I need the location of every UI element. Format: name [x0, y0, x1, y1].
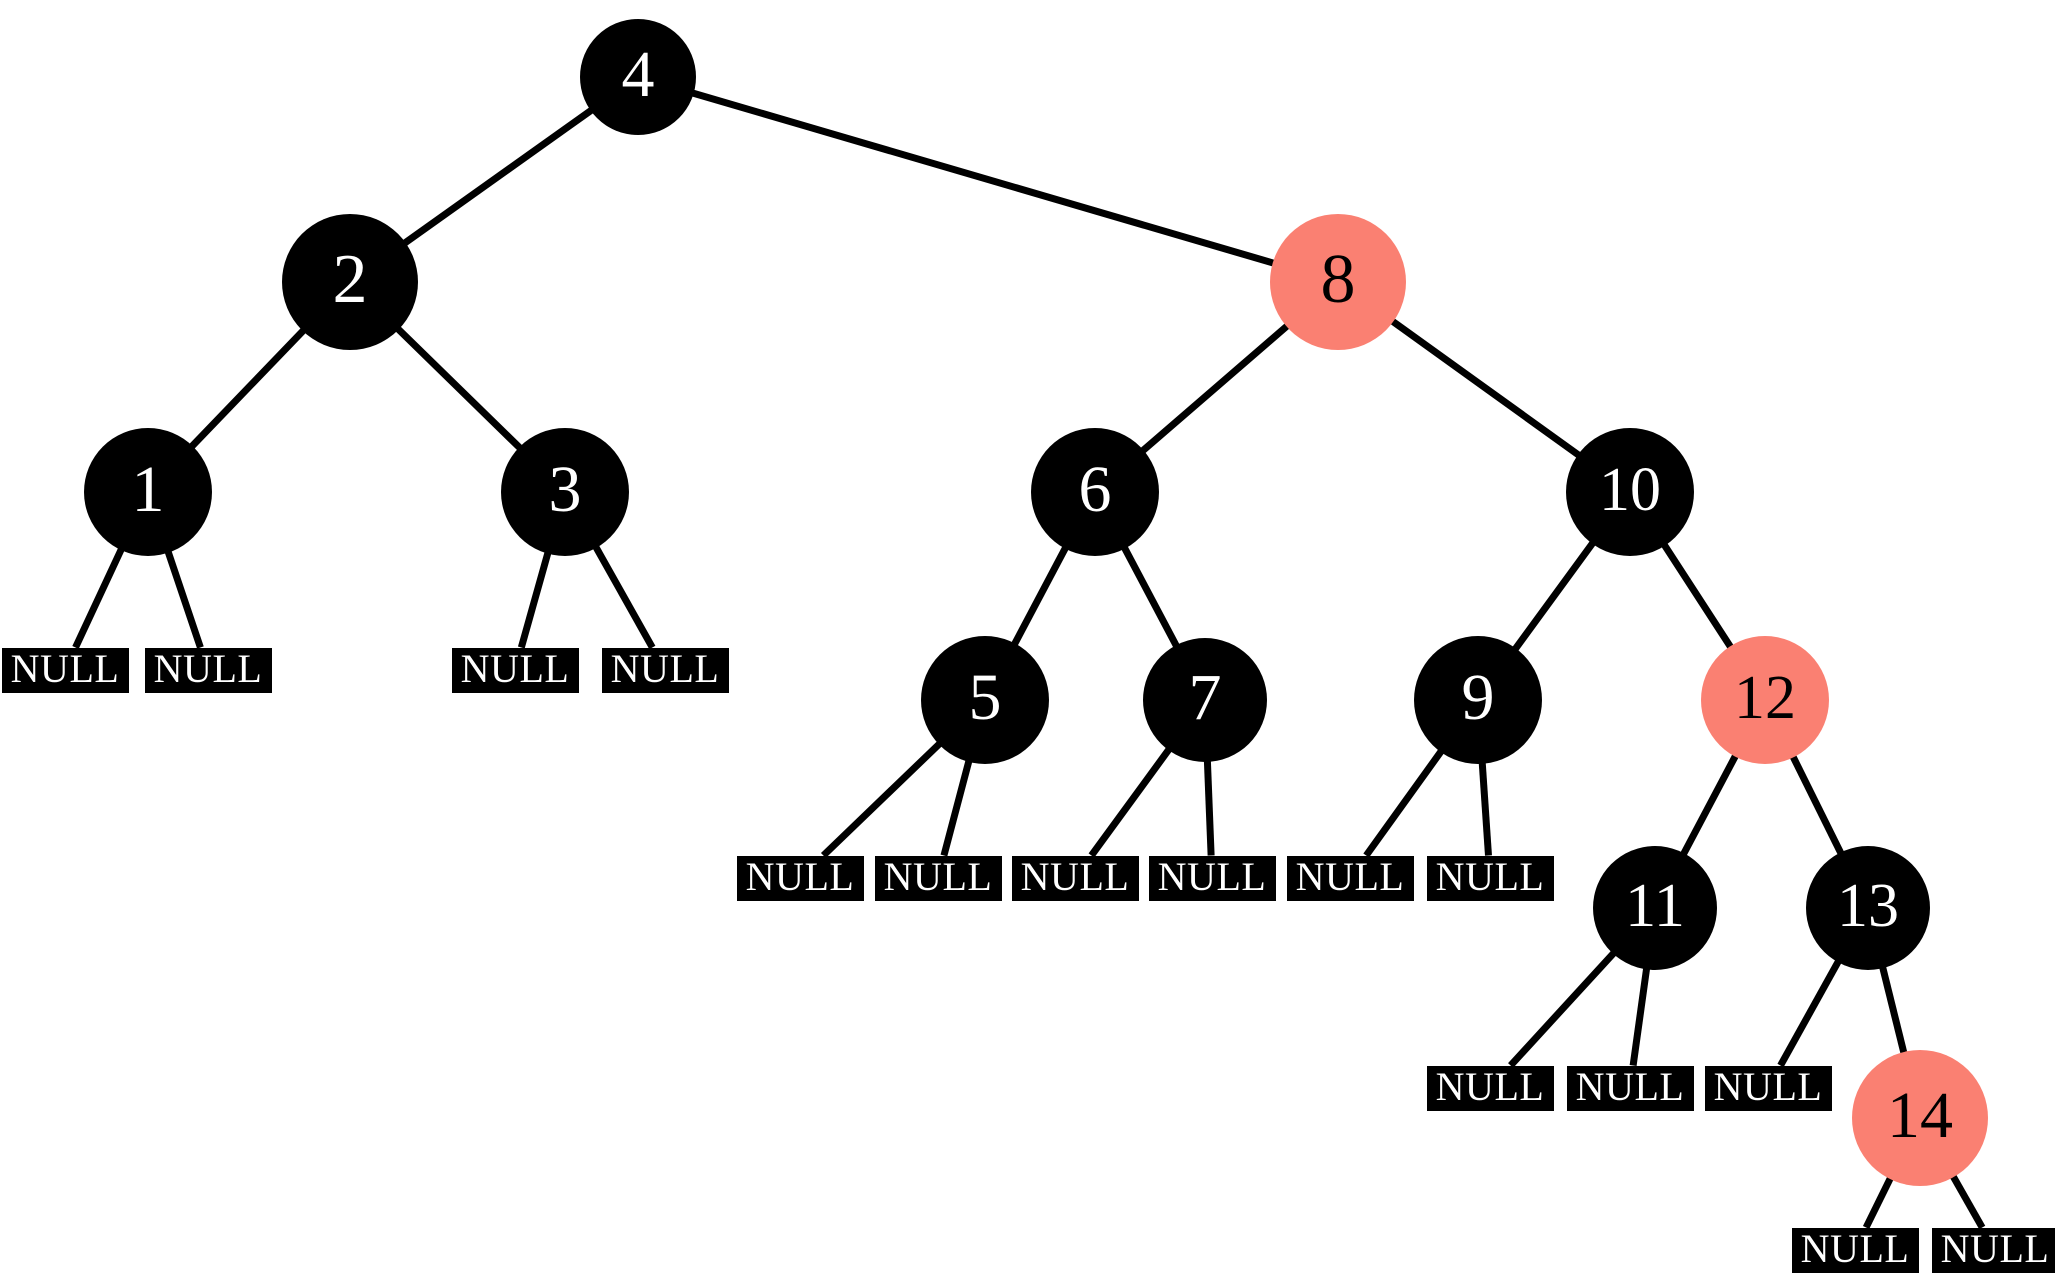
tree-edge	[517, 550, 552, 649]
tree-null-leaf: NULL	[874, 854, 1002, 901]
tree-null-leaf: NULL	[1566, 1064, 1694, 1111]
tree-edge	[592, 544, 656, 650]
tree-null-leaf: NULL	[1704, 1064, 1832, 1111]
tree-edge	[188, 327, 307, 450]
tree-node-label: 10	[1599, 456, 1661, 524]
tree-node-13[interactable]: 13	[1806, 846, 1930, 970]
tree-edge	[1010, 545, 1070, 647]
tree-edge	[1777, 958, 1842, 1068]
tree-null-leaf-label: NULL	[460, 646, 570, 691]
tree-node-label: 11	[1625, 872, 1685, 940]
tree-edge	[1511, 539, 1597, 653]
tree-node-11[interactable]: 11	[1593, 846, 1717, 970]
tree-edge	[1203, 759, 1215, 856]
tree-null-leaf: NULL	[1148, 854, 1276, 901]
tree-node-12[interactable]: 12	[1701, 636, 1829, 764]
tree-node-1[interactable]: 1	[84, 428, 212, 556]
tree-null-leaf-label: NULL	[1575, 1064, 1685, 1109]
tree-null-leaf-label: NULL	[745, 854, 855, 899]
tree-node-14[interactable]: 14	[1852, 1050, 1988, 1186]
tree-edge	[1088, 746, 1173, 858]
tree-edge	[690, 89, 1276, 267]
tree-null-leaf-label: NULL	[1157, 854, 1267, 899]
tree-edge	[1629, 966, 1651, 1066]
tree-null-leaf-label: NULL	[610, 646, 720, 691]
tree-null-leaf-label: NULL	[1295, 854, 1405, 899]
tree-null-leaf-label: NULL	[1713, 1064, 1823, 1109]
tree-node-label: 12	[1734, 664, 1796, 732]
tree-null-leaf: NULL	[736, 854, 864, 901]
tree-edge	[72, 546, 125, 649]
tree-null-leaf-label: NULL	[1435, 854, 1545, 899]
tree-node-label: 1	[131, 453, 165, 526]
tree-node-8[interactable]: 8	[1270, 214, 1406, 350]
tree-null-leaf-label: NULL	[1435, 1064, 1545, 1109]
tree-node-3[interactable]: 3	[501, 428, 629, 556]
tree-edge	[164, 549, 204, 649]
tree-edge	[1949, 1173, 1986, 1230]
tree-null-leaf: NULL	[1426, 1064, 1554, 1111]
tree-node-9[interactable]: 9	[1414, 636, 1542, 764]
tree-edge	[1389, 317, 1582, 459]
tree-edge	[940, 759, 973, 857]
tree-null-leaf: NULL	[1011, 854, 1139, 901]
tree-edge	[1478, 761, 1492, 856]
tree-null-leaf: NULL	[1791, 1226, 1919, 1273]
tree-node-7[interactable]: 7	[1143, 638, 1267, 762]
tree-edge	[820, 740, 943, 859]
tree-node-label: 9	[1461, 661, 1495, 734]
tree-null-leaf-label: NULL	[1940, 1226, 2050, 1271]
tree-null-leaf: NULL	[1286, 854, 1414, 901]
tree-null-leaf: NULL	[451, 646, 579, 693]
tree-node-label: 3	[548, 453, 582, 526]
tree-node-4[interactable]: 4	[580, 19, 696, 135]
tree-node-label: 8	[1320, 241, 1356, 318]
tree-null-leaf: NULL	[1426, 854, 1554, 901]
tree-node-2[interactable]: 2	[282, 214, 418, 350]
tree-edge	[1862, 1175, 1894, 1230]
tree-edge	[1879, 965, 1908, 1055]
tree-edge	[1660, 542, 1735, 650]
tree-node-label: 7	[1188, 661, 1222, 734]
tree-node-label: 5	[968, 661, 1002, 734]
tree-edge	[394, 325, 524, 452]
tree-null-leaf-label: NULL	[10, 646, 120, 691]
tree-null-leaf-label: NULL	[153, 646, 263, 691]
tree-null-leaf: NULL	[144, 646, 272, 693]
tree-null-leaf: NULL	[601, 646, 729, 693]
tree-null-leaf: NULL	[1931, 1226, 2055, 1273]
tree-edge	[401, 106, 595, 247]
tree-null-leaf-label: NULL	[1020, 854, 1130, 899]
tree-null-leaf: NULL	[1, 646, 129, 693]
tree-node-10[interactable]: 10	[1566, 428, 1694, 556]
tree-edge	[1508, 949, 1618, 1068]
tree-null-leaf-label: NULL	[883, 854, 993, 899]
tree-node-label: 4	[621, 38, 655, 111]
tree-node-label: 14	[1887, 1079, 1953, 1152]
tree-edge	[1139, 322, 1291, 455]
tree-edge	[1120, 545, 1181, 649]
tree-node-label: 6	[1078, 453, 1112, 526]
tree-node-label: 2	[332, 241, 368, 318]
tree-node-6[interactable]: 6	[1031, 428, 1159, 556]
tree-null-leaf-label: NULL	[1800, 1226, 1910, 1271]
tree-edge	[1363, 748, 1445, 858]
tree-edge	[1789, 754, 1845, 856]
tree-node-5[interactable]: 5	[921, 636, 1049, 764]
tree-node-label: 13	[1837, 872, 1899, 940]
tree-edge	[1679, 753, 1740, 857]
